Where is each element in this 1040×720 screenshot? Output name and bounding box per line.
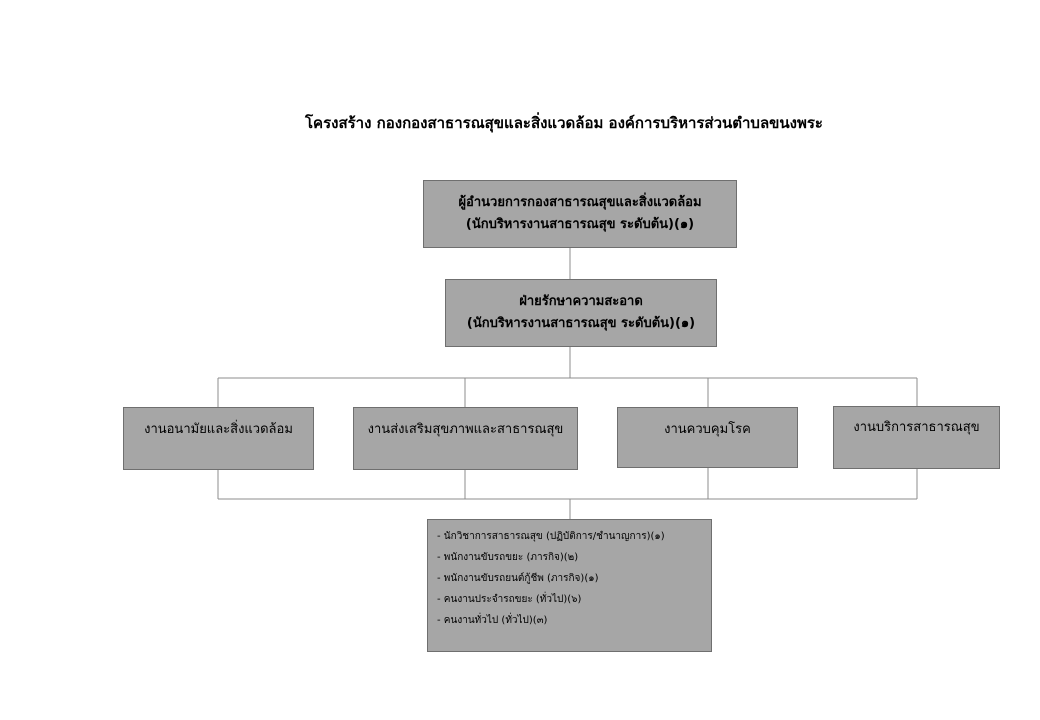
unit-label: งานส่งเสริมสุขภาพและสาธารณสุข (367, 422, 564, 437)
staff-item: พนักงานขับรถขยะ (ภารกิจ)(๒) (437, 547, 711, 568)
staff-list-box: นักวิชาการสาธารณสุข (ปฏิบัติการ/ชำนาญการ… (427, 519, 712, 652)
staff-item: นักวิชาการสาธารณสุข (ปฏิบัติการ/ชำนาญการ… (437, 526, 711, 547)
unit-box-health-promotion: งานส่งเสริมสุขภาพและสาธารณสุข (353, 407, 578, 470)
chart-title: โครงสร้าง กองกองสาธารณสุขและสิ่งแวดล้อม … (305, 114, 823, 132)
unit-label: งานอนามัยและสิ่งแวดล้อม (144, 422, 293, 437)
director-position: (นักบริหารงานสาธารณสุข ระดับต้น)(๑) (465, 217, 695, 232)
unit-label: งานบริการสาธารณสุข (853, 420, 980, 435)
staff-item: คนงานประจำรถขยะ (ทั่วไป)(๖) (437, 589, 711, 610)
cleaning-division-title: ฝ่ายรักษาความสะอาด (519, 294, 643, 309)
unit-box-health-environment: งานอนามัยและสิ่งแวดล้อม (123, 407, 314, 470)
unit-label: งานควบคุมโรค (664, 422, 751, 437)
staff-item: คนงานทั่วไป (ทั่วไป)(๓) (437, 610, 711, 631)
staff-item: พนักงานขับรถยนต์กู้ชีพ (ภารกิจ)(๑) (437, 568, 711, 589)
cleaning-division-position: (นักบริหารงานสาธารณสุข ระดับต้น)(๑) (466, 316, 696, 331)
director-box: ผู้อำนวยการกองสาธารณสุขและสิ่งแวดล้อม (น… (423, 180, 737, 248)
unit-box-disease-control: งานควบคุมโรค (617, 407, 798, 468)
unit-box-health-service: งานบริการสาธารณสุข (833, 406, 1000, 469)
cleaning-division-box: ฝ่ายรักษาความสะอาด (นักบริหารงานสาธารณสุ… (445, 279, 717, 347)
director-title: ผู้อำนวยการกองสาธารณสุขและสิ่งแวดล้อม (458, 195, 702, 210)
